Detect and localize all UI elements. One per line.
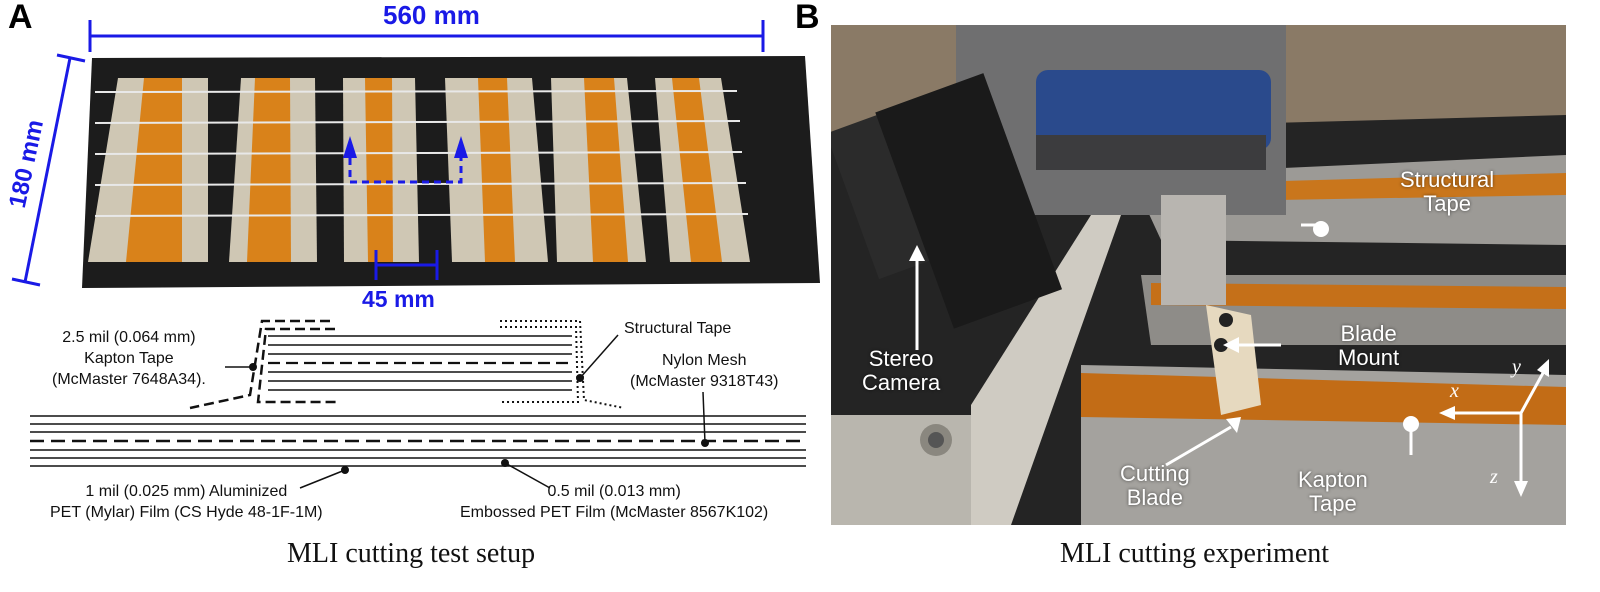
mli-layers <box>30 415 806 467</box>
strip-6 <box>655 78 750 262</box>
kapton-tape-outline <box>189 319 337 410</box>
layer-diagram <box>30 319 806 489</box>
test-board-photo <box>11 20 820 288</box>
dimension-45 <box>374 250 439 280</box>
dimension-180 <box>11 53 86 287</box>
aluminized-film-label: 1 mil (0.025 mm) Aluminized PET (Mylar) … <box>50 483 323 521</box>
thread-lines <box>94 90 749 217</box>
kapton-strip-top <box>1211 173 1566 201</box>
strip-3 <box>343 78 419 262</box>
axis-y-label: y <box>1512 356 1521 378</box>
blade-mount <box>1206 305 1261 415</box>
axis-x-label: x <box>1450 380 1459 402</box>
panel-a-letter: A <box>8 0 33 36</box>
strip-4 <box>445 78 548 262</box>
cut-path-arrows <box>348 158 463 184</box>
leader-lines <box>225 334 706 489</box>
structural-tape-dot <box>1313 221 1329 237</box>
strip-2 <box>229 78 317 262</box>
upper-layers <box>268 335 572 391</box>
cut-arrow-head-right <box>454 136 468 158</box>
structural-tape-outline <box>500 320 625 409</box>
panel-b-letter: B <box>795 0 820 36</box>
strip-5 <box>551 78 646 262</box>
cutting-blade-label: Cutting Blade <box>1120 461 1190 510</box>
dimension-560 <box>88 20 765 52</box>
embossed-film-label: 0.5 mil (0.013 mm) Embossed PET Film (Mc… <box>460 483 769 521</box>
experiment-photo <box>831 25 1566 525</box>
dim-width-label: 560 mm <box>383 0 480 30</box>
nylon-mesh-label: Nylon Mesh (McMaster 9318T43) <box>630 352 779 390</box>
aluminium-frame <box>831 415 1011 525</box>
blade-mount-label: Blade Mount <box>1338 321 1400 370</box>
kapton-tape-label: 2.5 mil (0.064 mm) Kapton Tape (McMaster… <box>52 329 206 388</box>
coordinate-axes <box>1451 372 1545 485</box>
caption-b: MLI cutting experiment <box>1060 538 1330 569</box>
caption-a: MLI cutting test setup <box>287 538 536 569</box>
blade-holder <box>1161 195 1226 305</box>
cut-arrow-head-left <box>343 136 357 158</box>
structural-tape-photo-label: Structural Tape <box>1400 167 1495 216</box>
dim-spacing-label: 45 mm <box>362 286 435 312</box>
kapton-tape-photo-label: Kapton Tape <box>1298 467 1368 516</box>
leader-dots <box>249 363 709 474</box>
kapton-strip-mid <box>1151 283 1566 309</box>
structural-tape-label: Structural Tape <box>624 320 732 337</box>
stereo-camera-label: Stereo Camera <box>862 346 941 395</box>
axis-z-label: z <box>1490 466 1498 488</box>
